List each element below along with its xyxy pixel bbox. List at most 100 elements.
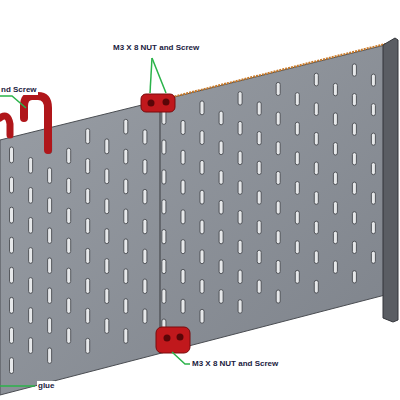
panel-seam <box>160 101 161 353</box>
slot-hole <box>200 220 204 234</box>
slot-hole <box>10 297 14 313</box>
slot-hole <box>333 172 337 185</box>
slot-hole <box>143 219 147 234</box>
red-clip <box>141 94 175 112</box>
slot-hole <box>219 230 223 244</box>
slot-hole <box>238 300 242 314</box>
slot-hole <box>352 271 356 283</box>
slot-hole <box>124 119 128 134</box>
slot-hole <box>86 129 90 144</box>
slot-hole <box>181 210 185 224</box>
slot-hole <box>314 251 318 264</box>
slot-holes <box>10 64 376 374</box>
slot-hole <box>67 178 71 193</box>
slot-hole <box>181 120 185 134</box>
slot-hole <box>238 270 242 284</box>
slot-hole <box>238 240 242 254</box>
slot-hole <box>124 329 128 344</box>
slot-hole <box>105 289 109 304</box>
slot-hole <box>238 151 242 165</box>
slot-hole <box>219 200 223 214</box>
slot-hole <box>124 269 128 284</box>
slot-hole <box>200 160 204 174</box>
slot-hole <box>181 180 185 194</box>
slot-hole <box>10 207 14 223</box>
slot-hole <box>333 202 337 215</box>
slot-hole <box>276 142 280 155</box>
slot-hole <box>314 192 318 205</box>
slot-hole <box>124 179 128 194</box>
slot-hole <box>219 290 223 304</box>
slot-hole <box>181 150 185 164</box>
slot-hole <box>219 171 223 185</box>
slot-hole <box>86 159 90 174</box>
slot-hole <box>162 200 166 214</box>
slot-hole <box>86 218 90 233</box>
slot-hole <box>257 132 261 145</box>
red-hook <box>24 96 48 150</box>
slot-hole <box>295 241 299 254</box>
slot-hole <box>352 182 356 194</box>
slot-hole <box>10 177 14 193</box>
slot-hole <box>200 101 204 115</box>
slot-hole <box>48 258 52 274</box>
slot-hole <box>333 261 337 274</box>
slot-hole <box>86 248 90 263</box>
slot-hole <box>181 269 185 283</box>
slot-hole <box>29 338 33 354</box>
slot-hole <box>257 102 261 115</box>
slot-hole <box>352 153 356 165</box>
slot-hole <box>86 189 90 204</box>
slot-hole <box>124 299 128 314</box>
slot-hole <box>48 288 52 304</box>
callout-label: nd Screw <box>0 85 38 95</box>
slot-hole <box>295 122 299 135</box>
slot-hole <box>67 268 71 283</box>
slot-hole <box>200 190 204 204</box>
red-hook <box>0 116 10 135</box>
slot-hole <box>124 209 128 224</box>
slot-hole <box>67 328 71 343</box>
slot-hole <box>276 171 280 184</box>
slot-hole <box>29 188 33 204</box>
slot-hole <box>238 121 242 134</box>
slot-hole <box>181 240 185 254</box>
slot-hole <box>352 64 356 76</box>
slot-hole <box>295 93 299 106</box>
slot-hole <box>124 149 128 164</box>
end-bracket <box>383 38 398 322</box>
slot-hole <box>314 73 318 86</box>
slot-hole <box>238 92 242 106</box>
slot-hole <box>371 163 375 175</box>
slot-hole <box>105 139 109 154</box>
slot-hole <box>67 238 71 253</box>
callout-label: M3 X 8 NUT and Screw <box>112 43 200 53</box>
slot-hole <box>352 212 356 224</box>
slot-hole <box>10 328 14 344</box>
slot-hole <box>162 140 166 154</box>
slot-hole <box>10 147 14 163</box>
slot-hole <box>238 181 242 195</box>
slot-hole <box>86 308 90 323</box>
slot-hole <box>333 143 337 156</box>
slot-hole <box>105 199 109 214</box>
slot-hole <box>295 211 299 224</box>
slot-hole <box>143 189 147 204</box>
slot-hole <box>371 251 375 263</box>
callout-label: M3 X 8 NUT and Screw <box>191 359 279 369</box>
slot-hole <box>257 280 261 293</box>
slot-hole <box>333 231 337 244</box>
slot-hole <box>29 278 33 294</box>
slot-hole <box>29 308 33 324</box>
slot-hole <box>276 290 280 303</box>
slot-hole <box>276 112 280 125</box>
slot-hole <box>48 228 52 244</box>
callout-label: glue <box>37 381 55 391</box>
slot-hole <box>48 318 52 334</box>
slot-hole <box>200 280 204 294</box>
slot-hole <box>219 141 223 155</box>
slot-hole <box>276 201 280 214</box>
slot-hole <box>10 358 14 374</box>
slot-hole <box>86 278 90 293</box>
